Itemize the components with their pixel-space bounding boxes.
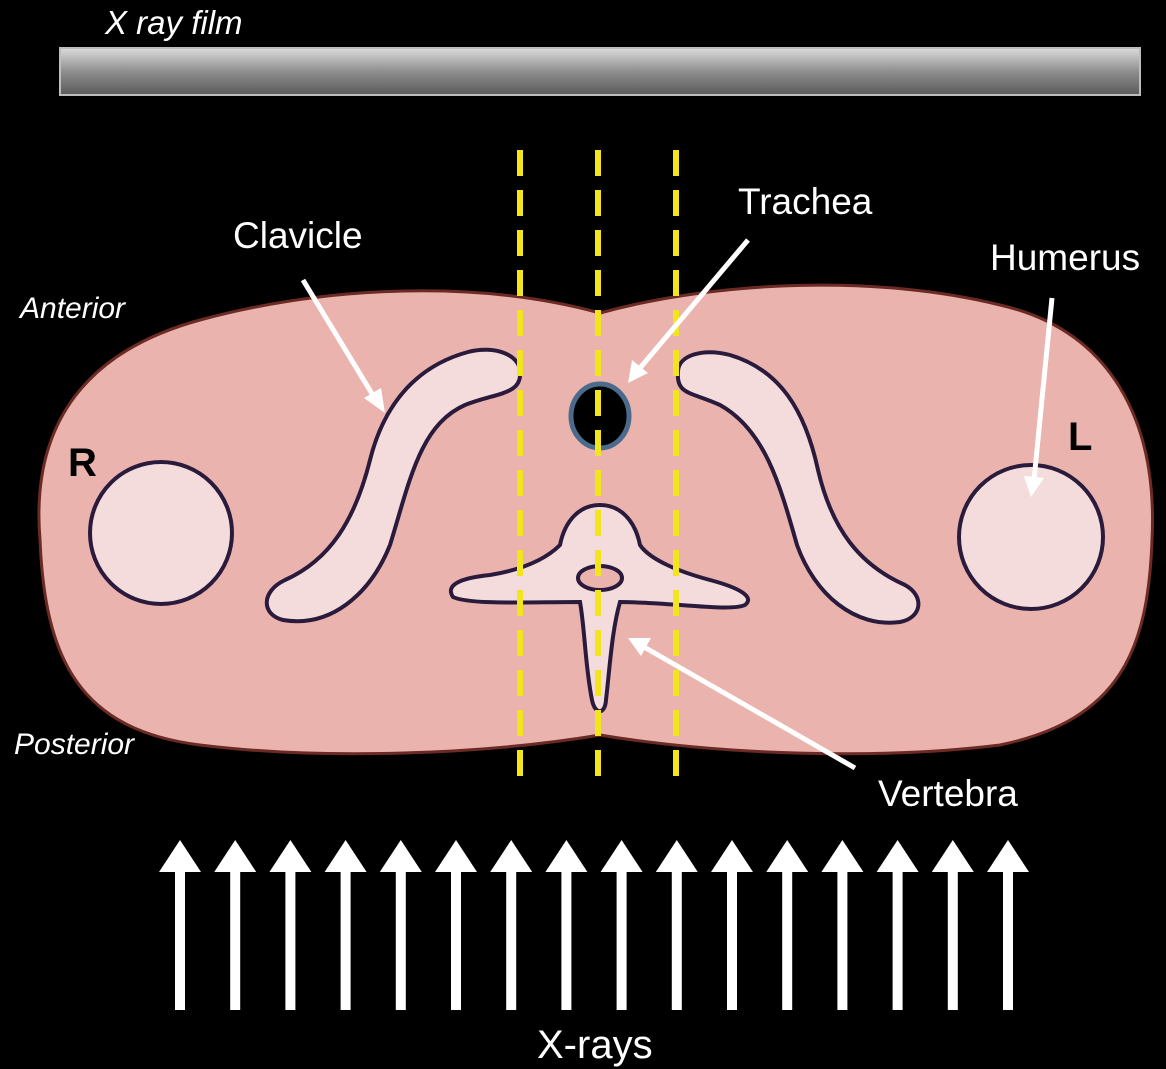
anterior-label: Anterior (18, 292, 126, 325)
posterior-label: Posterior (14, 728, 135, 761)
clavicle-label: Clavicle (233, 215, 363, 256)
xrays-label: X-rays (537, 1023, 653, 1067)
left-side-label: L (1068, 415, 1092, 459)
film-label: X ray film (104, 4, 243, 41)
vertebra-label: Vertebra (878, 773, 1018, 814)
right-side-label: R (68, 441, 97, 485)
xray-film (60, 48, 1140, 95)
trachea-label: Trachea (738, 181, 873, 222)
humerus-label: Humerus (990, 237, 1140, 278)
right-humerus (90, 462, 232, 604)
